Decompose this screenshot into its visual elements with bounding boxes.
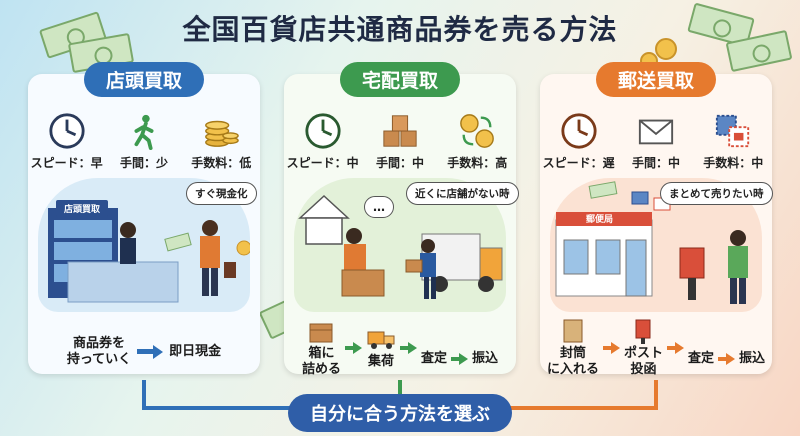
stat-fee: 手数料：低: [183, 112, 259, 171]
flow-step-label: 封筒 に入れる: [546, 346, 599, 377]
stat-effort: 手間：中: [618, 112, 694, 171]
clock-icon: [305, 113, 341, 149]
clock-icon: [49, 113, 85, 149]
flow-step-pack: 箱に 詰める: [302, 318, 341, 377]
method-panel-delivery: 宅配買取 スピード：中 手間：中 手数料：高: [284, 62, 519, 377]
arrow-right-icon: [667, 341, 684, 354]
store-scene: [48, 208, 252, 303]
thought-bubble: …: [364, 196, 394, 218]
stat-label: スピード：中: [286, 156, 359, 170]
stat-label: 手間：中: [631, 156, 680, 170]
stat-label: 手数料：中: [703, 156, 764, 170]
boxes-icon: [383, 115, 417, 147]
coin-exchange-icon: [460, 114, 495, 148]
stat-label: 手間：少: [119, 156, 168, 170]
method-title: 店頭買取: [83, 62, 205, 97]
arrow-right-icon: [718, 352, 736, 365]
stat-speed: スピード：中: [285, 112, 361, 171]
arrow-right-icon: [451, 352, 468, 365]
stat-fee: 手数料：高: [439, 112, 515, 171]
stat-speed: スピード：遅: [541, 112, 617, 171]
store-counter-illustration: 店頭買取 すぐ現金化: [38, 178, 257, 312]
flow-step: 商品券を 持っていく: [66, 336, 132, 367]
stat-label: 手数料：低: [191, 156, 252, 170]
stat-fee: 手数料：中: [695, 112, 771, 171]
stat-effort: 手間：少: [106, 112, 182, 171]
speech-bubble: まとめて売りたい時: [660, 182, 773, 205]
method-panel-mail: 郵送買取 スピード：遅 手間：中 手数料：中: [540, 62, 773, 377]
method-title: 郵送買取: [595, 62, 717, 97]
stat-effort: 手間：中: [362, 112, 438, 171]
flow-step-label: 振込: [472, 350, 499, 366]
post-office-scene: [555, 181, 748, 304]
footer-banner: 自分に合う方法を選ぶ: [288, 394, 512, 432]
store-sign: 店頭買取: [56, 200, 109, 217]
stamps-icon: [716, 114, 750, 148]
arrow-right-icon: [344, 341, 362, 354]
flow-step-label: 箱に 詰める: [301, 346, 341, 377]
arrow-right-icon: [602, 341, 620, 354]
stats-row: スピード：中 手間：中 手数料：高: [284, 112, 516, 171]
flow-step-envelope: 封筒 に入れる: [547, 318, 599, 377]
stats-row: スピード：遅 手間：中 手数料：中: [540, 112, 772, 171]
process-flow: 封筒 に入れる ポスト 投函 査定 振込: [540, 318, 772, 377]
flow-step-pickup: 集荷: [366, 326, 396, 370]
flow-step-label: 査定: [420, 350, 447, 366]
arrow-right-icon: [399, 341, 417, 354]
flow-step: 即日現金: [169, 343, 222, 359]
envelope-icon: [563, 319, 583, 343]
method-panel-store: 店頭買取 スピード：早 手間：少 手数料：低: [28, 62, 260, 374]
stat-label: 手数料：高: [447, 156, 508, 170]
process-flow: 箱に 詰める 集荷 査定 振込: [284, 318, 516, 377]
flow-step-post: ポスト 投函: [624, 318, 663, 377]
walking-person-icon: [134, 114, 154, 150]
truck-icon: [367, 331, 395, 349]
mailbox-icon: [635, 319, 651, 344]
post-office-illustration: 郵便局 まとめて売りたい時: [550, 178, 773, 312]
speech-bubble: すぐ現金化: [186, 182, 257, 205]
page-title: 全国百貨店共通商品券を売る方法: [182, 13, 618, 46]
coin-icon: [655, 38, 677, 60]
arrow-right-icon: [137, 344, 164, 359]
post-office-sign: 郵便局: [586, 215, 614, 225]
flow-step-label: 査定: [688, 350, 715, 366]
connector-line: [508, 380, 658, 410]
flow-step-label: 集荷: [367, 353, 394, 369]
speech-bubble: 近くに店舗がない時: [406, 182, 519, 205]
delivery-illustration: … 近くに店舗がない時: [294, 178, 519, 312]
flow-step-label: 振込: [739, 350, 766, 366]
stat-label: スピード：早: [30, 156, 103, 170]
coin-stack-icon: [205, 120, 240, 147]
clock-icon: [561, 113, 597, 149]
method-title: 宅配買取: [339, 62, 461, 97]
stats-row: スピード：早 手間：少 手数料：低: [28, 112, 260, 171]
flow-step-label: ポスト 投函: [623, 346, 663, 377]
box-icon: [309, 323, 333, 343]
delivery-scene: [298, 194, 503, 299]
process-flow: 商品券を 持っていく 即日現金: [28, 336, 260, 367]
stat-label: スピード：遅: [542, 156, 615, 170]
stat-speed: スピード：早: [29, 112, 105, 171]
envelope-icon: [638, 119, 674, 145]
stat-label: 手間：中: [375, 156, 424, 170]
connector-line: [142, 380, 292, 410]
